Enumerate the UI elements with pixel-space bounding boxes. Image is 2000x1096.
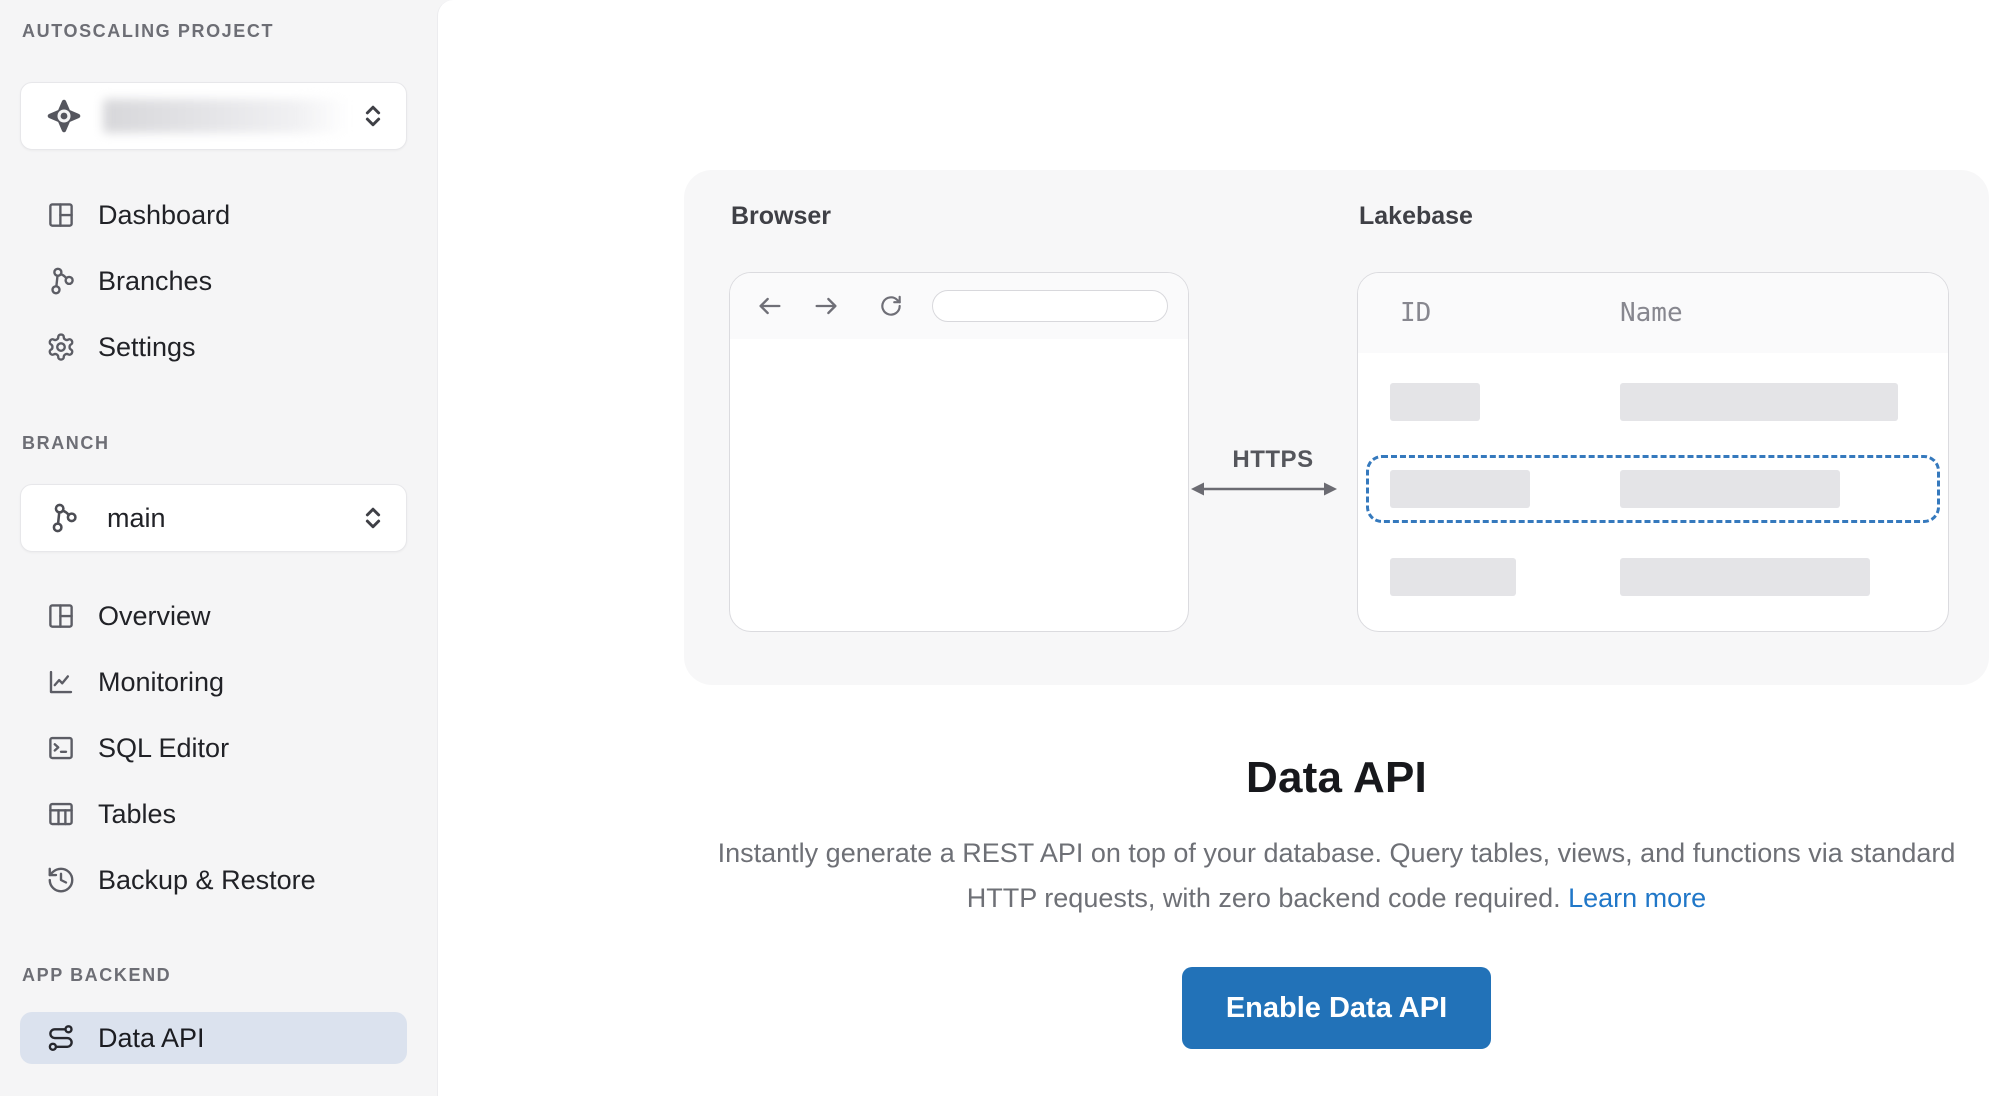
table-icon [46,799,76,829]
refresh-icon [878,293,904,319]
forward-arrow-icon [812,292,840,320]
branch-selector[interactable]: main [20,484,407,552]
sidebar-item-label: SQL Editor [98,732,230,763]
project-selector[interactable] [20,82,407,150]
placeholder-bar [1620,383,1898,421]
project-name-redacted [103,99,348,133]
sidebar-item-label: Settings [98,331,196,362]
sidebar-item-tables[interactable]: Tables [20,788,407,840]
project-nav: Dashboard Branches Settings [20,189,407,373]
sidebar-item-overview[interactable]: Overview [20,590,407,642]
sidebar-item-monitoring[interactable]: Monitoring [20,656,407,708]
gear-icon [46,332,76,362]
learn-more-link[interactable]: Learn more [1568,883,1707,913]
description-text: Instantly generate a REST API on top of … [717,838,1956,913]
browser-mockup [729,272,1189,632]
enable-data-api-button[interactable]: Enable Data API [1181,967,1492,1049]
url-bar [932,290,1168,322]
section-label-branch: BRANCH [22,433,110,453]
sidebar-item-data-api[interactable]: Data API [20,1012,407,1064]
monitoring-chart-icon [46,667,76,697]
sidebar: AUTOSCALING PROJECT Dashboard [0,0,437,1096]
route-icon [46,1023,76,1053]
section-label-project: AUTOSCALING PROJECT [22,21,275,41]
table-header-row: ID Name [1358,273,1948,353]
placeholder-bar [1620,558,1870,596]
back-arrow-icon [756,292,784,320]
sidebar-item-label: Data API [98,1022,205,1053]
overview-icon [46,601,76,631]
browser-toolbar [730,273,1188,339]
table-header-id: ID [1400,298,1432,328]
chevron-updown-icon [358,503,388,533]
section-label-app-backend: APP BACKEND [22,965,172,985]
dashboard-icon [46,200,76,230]
https-connection: HTTPS [1189,446,1357,500]
project-icon [47,99,81,133]
page-title: Data API [1246,753,1427,802]
placeholder-bar [1620,470,1840,508]
sidebar-item-label: Overview [98,600,211,631]
branch-icon [47,502,79,534]
page-description: Instantly generate a REST API on top of … [697,831,1977,921]
figure-browser-label: Browser [731,202,832,230]
backend-nav: Data API [20,1012,407,1064]
figure-lakebase-label: Lakebase [1359,202,1473,230]
terminal-window-icon [46,733,76,763]
double-arrow-icon [1191,482,1337,496]
chevron-updown-icon [358,101,388,131]
sidebar-item-branches[interactable]: Branches [20,255,407,307]
sidebar-item-backup-restore[interactable]: Backup & Restore [20,854,407,906]
sidebar-item-label: Tables [98,798,177,829]
main-panel: Browser [437,0,2000,1096]
highlighted-row-outline [1366,455,1940,523]
lakebase-table-mockup: ID Name [1357,272,1949,632]
sidebar-item-label: Dashboard [98,199,231,230]
placeholder-bar [1390,558,1516,596]
branch-selector-value: main [107,502,166,533]
sidebar-item-dashboard[interactable]: Dashboard [20,189,407,241]
sidebar-item-sql-editor[interactable]: SQL Editor [20,722,407,774]
placeholder-bar [1390,383,1480,421]
history-clock-icon [46,865,76,895]
branch-nav: Overview Monitoring SQL Editor [20,590,407,906]
sidebar-item-label: Branches [98,265,213,296]
placeholder-bar [1390,470,1530,508]
main-area: Browser [437,0,2000,1096]
branches-icon [46,266,76,296]
table-header-name: Name [1620,298,1683,328]
sidebar-item-label: Monitoring [98,666,225,697]
https-label: HTTPS [1232,446,1314,473]
sidebar-item-label: Backup & Restore [98,864,316,895]
sidebar-item-settings[interactable]: Settings [20,321,407,373]
data-api-illustration: Browser [684,170,1989,685]
